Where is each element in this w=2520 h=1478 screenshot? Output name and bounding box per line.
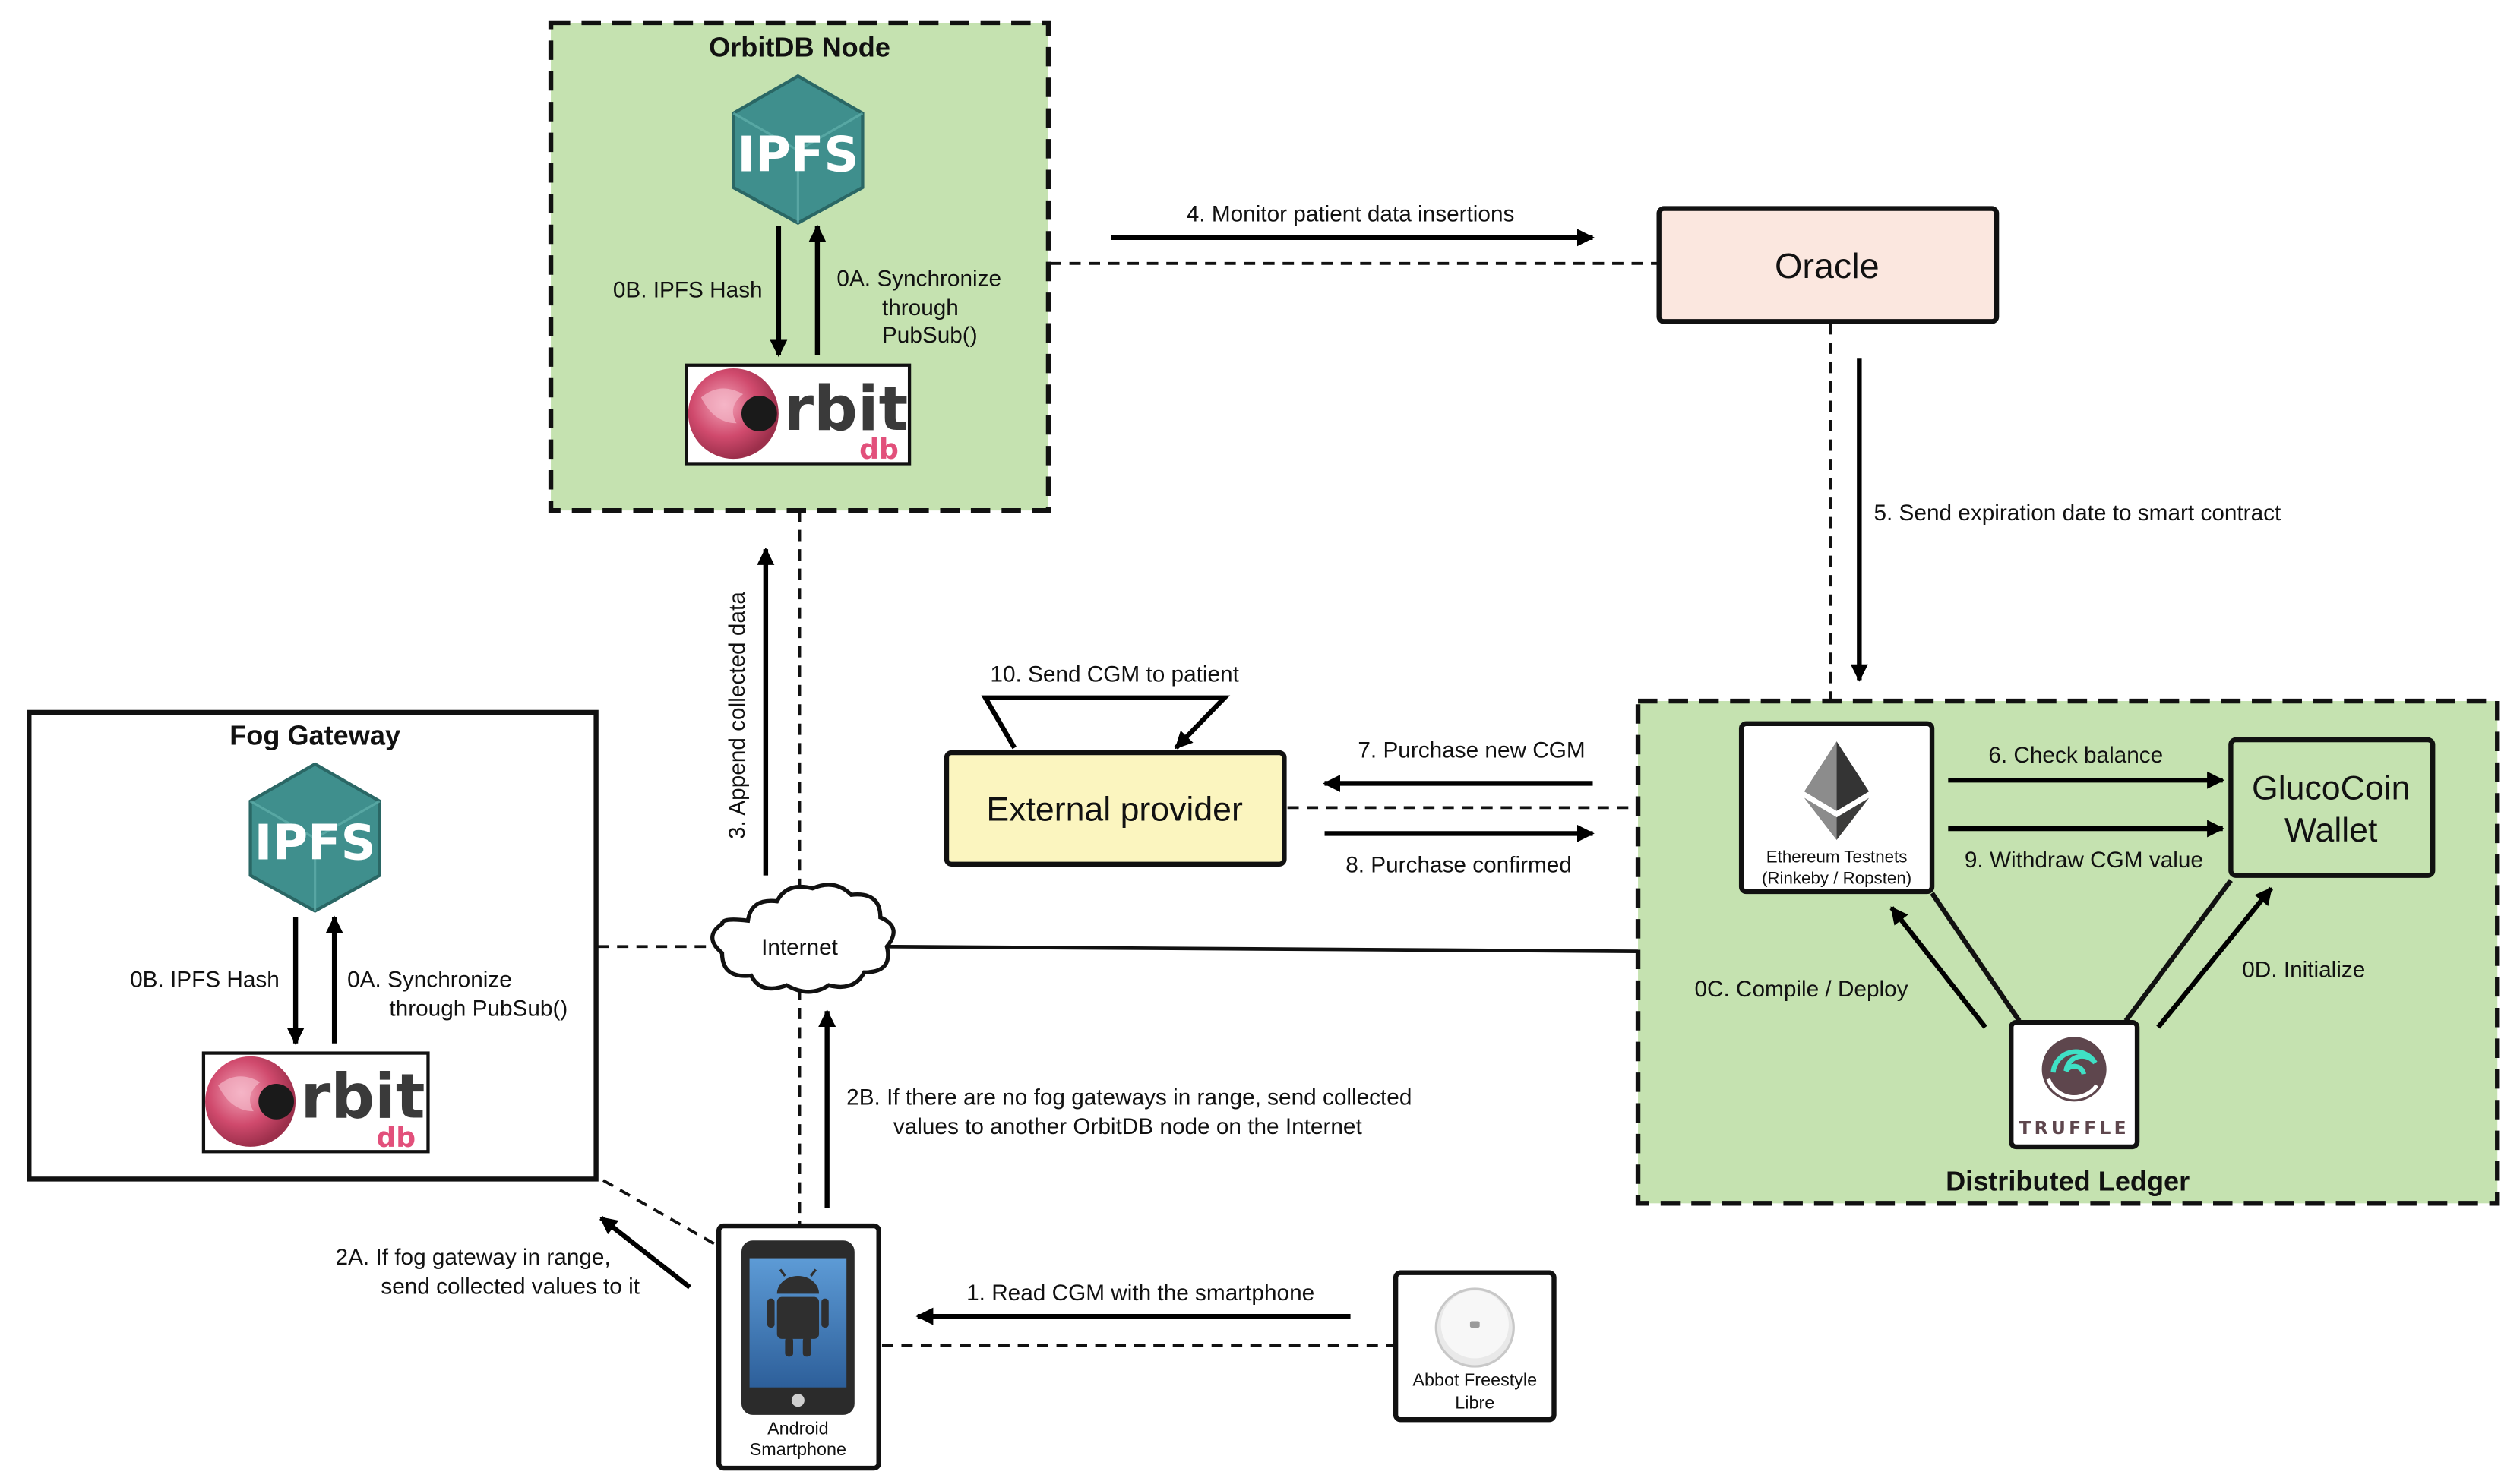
- ipfs-logo: IPFS: [248, 762, 381, 913]
- truffle-icon: [2041, 1037, 2107, 1102]
- ipfs-hash-label: 0B. IPFS Hash: [613, 277, 763, 302]
- external-provider-box: [944, 750, 1287, 867]
- initialize-arrow: [2156, 886, 2274, 1029]
- ipfs-logo-text: IPFS: [737, 128, 858, 184]
- external-provider: External provider 10. Send CGM to patien…: [944, 662, 1287, 867]
- orbit-wordmark: rbit: [300, 1062, 425, 1133]
- sync-label-line2: through PubSub(): [389, 996, 568, 1022]
- phone-fog-link: [600, 1177, 715, 1246]
- orbitdb-logo: rbit db: [685, 363, 912, 466]
- ethereum-label-line1: Ethereum Testnets: [1766, 848, 1908, 867]
- sync-label-line1: 0A. Synchronize: [347, 967, 512, 992]
- step-2b-label-line1: 2B. If there are no fog gateways in rang…: [846, 1085, 1412, 1110]
- step-2a-label-line1: 2A. If fog gateway in range,: [336, 1245, 611, 1270]
- step-10-label: 10. Send CGM to patient: [990, 662, 1239, 687]
- sensor-icon: [1434, 1287, 1515, 1368]
- ethereum-label-line2: (Rinkeby / Ropsten): [1762, 868, 1911, 887]
- distributed-ledger-title: Distributed Ledger: [1946, 1165, 2190, 1196]
- ipfs-logo-text: IPFS: [255, 815, 376, 871]
- oracle-label: Oracle: [1775, 246, 1880, 286]
- sync-label-line2: through: [882, 295, 959, 321]
- truffle-label: TRUFFLE: [2019, 1117, 2130, 1139]
- ipfs-hash-label: 0B. IPFS Hash: [130, 967, 280, 992]
- step-5-label: 5. Send expiration date to smart contrac…: [1873, 501, 2281, 526]
- ethereum-icon: [1804, 741, 1870, 840]
- wallet-label-line1: GlucoCoin: [2252, 770, 2410, 807]
- smartphone-icon: [741, 1240, 855, 1415]
- wallet-label-line2: Wallet: [2284, 812, 2378, 849]
- step-7-label: 7. Purchase new CGM: [1358, 737, 1585, 763]
- step-3-label: 3. Append collected data: [725, 592, 750, 839]
- step-0c-label: 0C. Compile / Deploy: [1694, 977, 1908, 1002]
- sync-label-line1: 0A. Synchronize: [836, 267, 1001, 292]
- step-4-label: 4. Monitor patient data insertions: [1187, 202, 1515, 227]
- oracle-box: [1656, 206, 2000, 324]
- internet-cloud: Internet: [710, 883, 896, 994]
- abbot-freestyle-libre: Abbot Freestyle Libre: [1393, 1270, 1557, 1423]
- step-9-label: 9. Withdraw CGM value: [1965, 848, 2203, 873]
- external-provider-label: External provider: [986, 791, 1243, 828]
- orbitdb-node-title: OrbitDB Node: [709, 32, 890, 63]
- step-1-label: 1. Read CGM with the smartphone: [966, 1281, 1314, 1306]
- internet-label: Internet: [761, 935, 839, 960]
- fog-send-arrow: [599, 1215, 691, 1290]
- fog-gateway: Fog Gateway IPFS 0B. IPFS Hash 0A. Synch…: [27, 709, 599, 1182]
- sensor-label-line1: Abbot Freestyle: [1412, 1370, 1537, 1390]
- android-smartphone: Android Smartphone: [716, 1223, 881, 1471]
- ipfs-logo: IPFS: [732, 74, 865, 226]
- db-wordmark: db: [859, 433, 899, 466]
- ethereum-truffle-link: [1930, 892, 2022, 1022]
- smartphone-label-line2: Smartphone: [750, 1439, 846, 1459]
- truffle: TRUFFLE: [2009, 1019, 2140, 1150]
- fog-gateway-title: Fog Gateway: [229, 719, 400, 750]
- sync-label-line3: PubSub(): [882, 323, 978, 348]
- db-wordmark: db: [376, 1121, 416, 1154]
- oracle: Oracle: [1656, 206, 2000, 324]
- step-6-label: 6. Check balance: [1988, 743, 2163, 768]
- orbit-wordmark: rbit: [783, 374, 908, 445]
- glucocoin-wallet: GlucoCoin Wallet: [2228, 737, 2436, 878]
- distributed-ledger: Distributed Ledger Ethereum Testnets (Ri…: [1635, 698, 2500, 1206]
- ethereum-testnets: Ethereum Testnets (Rinkeby / Ropsten): [1738, 721, 1935, 895]
- step-8-label: 8. Purchase confirmed: [1345, 852, 1572, 877]
- step-2b-label-line2: values to another OrbitDB node on the In…: [893, 1114, 1363, 1139]
- smartphone-label-line1: Android: [767, 1418, 829, 1438]
- android-icon: [767, 1268, 829, 1357]
- wallet-box: [2228, 737, 2436, 878]
- orbitdb-node: OrbitDB Node IPFS 0B. IPFS Hash 0A. Sync…: [548, 20, 1051, 513]
- sensor-label-line2: Libre: [1455, 1392, 1494, 1412]
- send-cgm-loop-arrow: [981, 695, 1231, 750]
- step-2a-label-line2: send collected values to it: [381, 1274, 640, 1299]
- orbitdb-logo: rbit db: [201, 1051, 430, 1154]
- compile-deploy-arrow: [1889, 906, 1987, 1029]
- truffle-wallet-link: [2123, 879, 2233, 1022]
- internet-ledger-link: [881, 944, 1639, 953]
- step-0d-label: 0D. Initialize: [2242, 958, 2365, 983]
